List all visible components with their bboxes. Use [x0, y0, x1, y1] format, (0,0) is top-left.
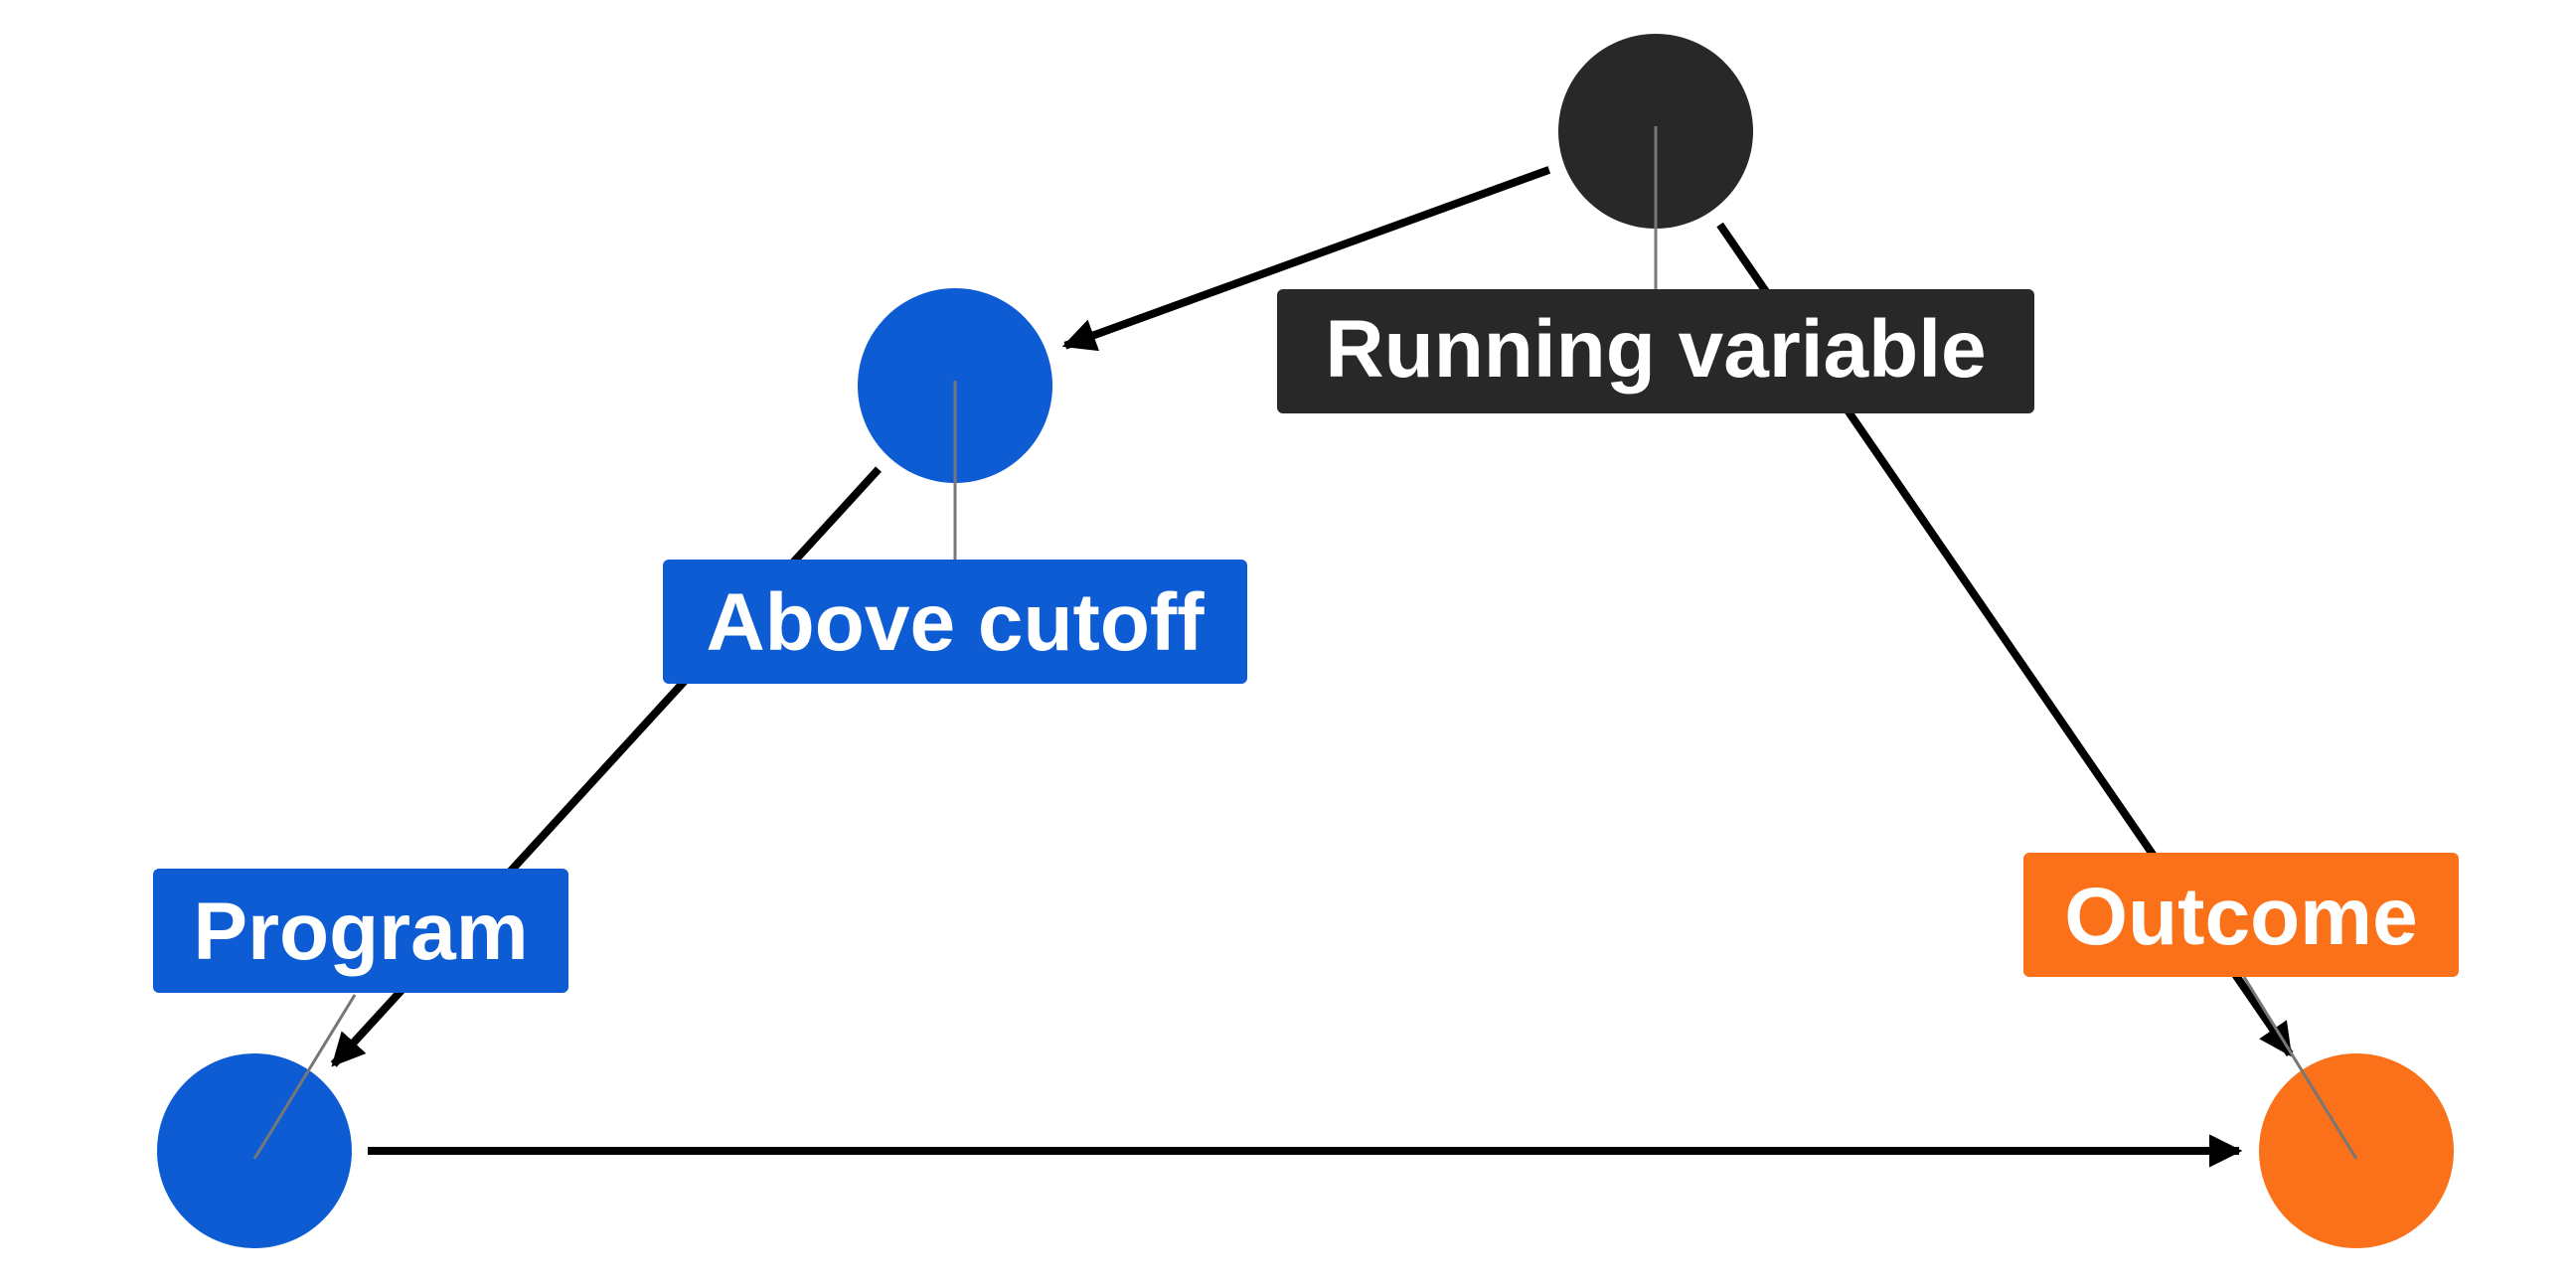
label-text-outcome: Outcome [2064, 872, 2417, 962]
label-program: Program [153, 869, 568, 993]
node-outcome [2259, 1053, 2454, 1248]
label-text-running-variable: Running variable [1325, 304, 1986, 395]
label-box-above-cutoff [663, 560, 1247, 684]
label-text-above-cutoff: Above cutoff [706, 577, 1205, 668]
label-box-program [153, 869, 568, 993]
label-outcome: Outcome [2023, 853, 2459, 977]
edge-running-to-above [1061, 166, 1551, 352]
leader-line-program [252, 994, 357, 1160]
node-program [157, 1053, 352, 1248]
label-box-running-variable [1277, 289, 2034, 413]
label-box-outcome [2023, 853, 2459, 977]
nodes-layer [157, 34, 2454, 1248]
leaders-layer [252, 126, 2358, 1160]
label-above-cutoff: Above cutoff [663, 560, 1247, 684]
label-running-variable: Running variable [1277, 289, 2034, 413]
label-text-program: Program [193, 886, 528, 977]
leader-line-outcome [2242, 976, 2358, 1160]
